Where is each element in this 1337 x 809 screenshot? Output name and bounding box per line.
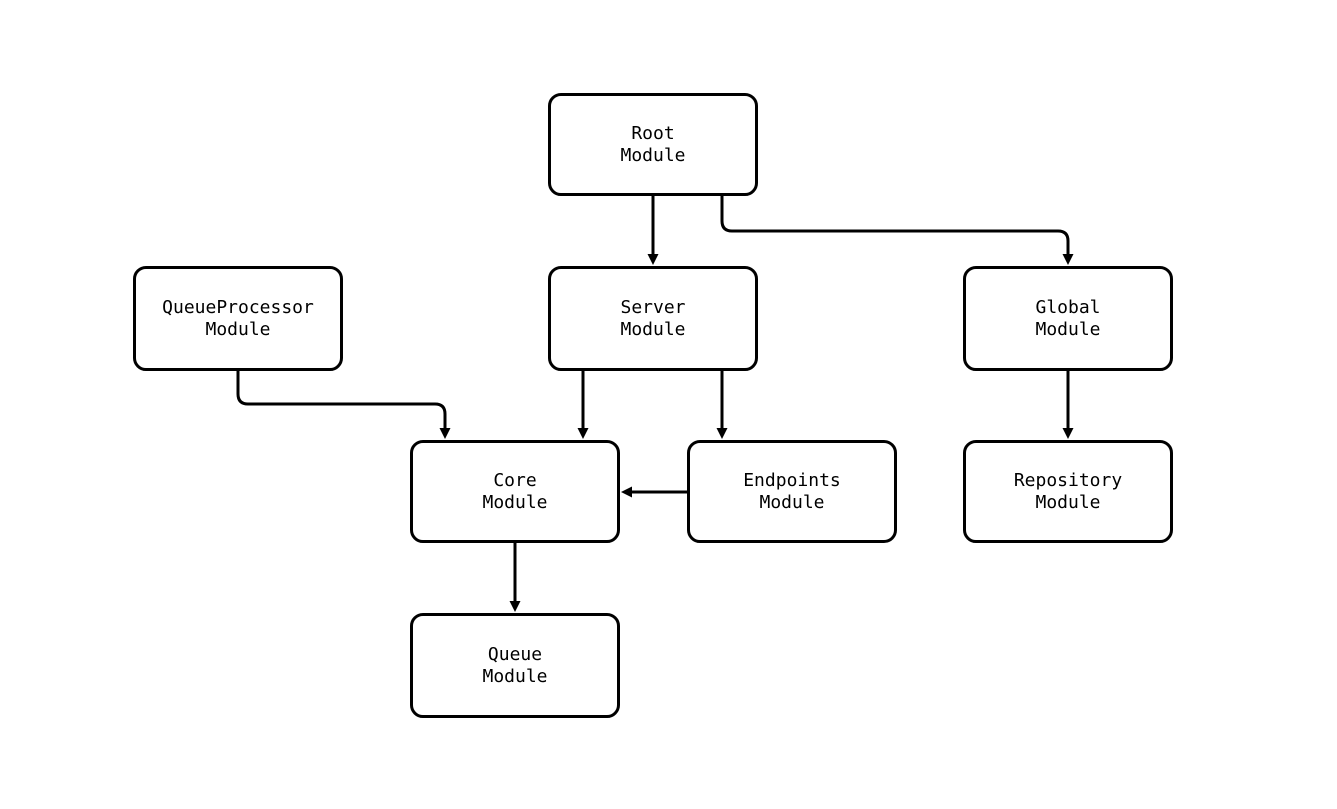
- node-root-module-suffix: Module: [620, 144, 686, 166]
- node-queueprocessor-module-name: QueueProcessor: [162, 296, 314, 318]
- node-global-module[interactable]: Global Module: [963, 266, 1173, 371]
- edges-group: [236, 196, 1074, 612]
- node-repository-module-name: Repository: [1013, 469, 1123, 491]
- node-root-module-name: Root: [631, 122, 675, 144]
- node-repository-module-suffix: Module: [1035, 491, 1101, 513]
- node-server-module-suffix: Module: [620, 318, 686, 340]
- node-endpoints-module[interactable]: Endpoints Module: [687, 440, 897, 543]
- edge-queueprocessor-to-core: [236, 371, 451, 439]
- node-endpoints-module-name: Endpoints: [743, 469, 841, 491]
- node-core-module[interactable]: Core Module: [410, 440, 620, 543]
- node-endpoints-module-suffix: Module: [759, 491, 825, 513]
- node-queue-module-name: Queue: [487, 643, 543, 665]
- node-server-module[interactable]: Server Module: [548, 266, 758, 371]
- node-core-module-name: Core: [493, 469, 537, 491]
- node-queue-module[interactable]: Queue Module: [410, 613, 620, 718]
- node-server-module-name: Server: [620, 296, 686, 318]
- node-global-module-name: Global: [1035, 296, 1101, 318]
- node-queueprocessor-module[interactable]: QueueProcessor Module: [133, 266, 343, 371]
- node-queueprocessor-module-suffix: Module: [205, 318, 271, 340]
- node-global-module-suffix: Module: [1035, 318, 1101, 340]
- node-core-module-suffix: Module: [482, 491, 548, 513]
- node-repository-module[interactable]: Repository Module: [963, 440, 1173, 543]
- node-root-module[interactable]: Root Module: [548, 93, 758, 196]
- node-queue-module-suffix: Module: [482, 665, 548, 687]
- edge-root-to-global: [720, 196, 1074, 265]
